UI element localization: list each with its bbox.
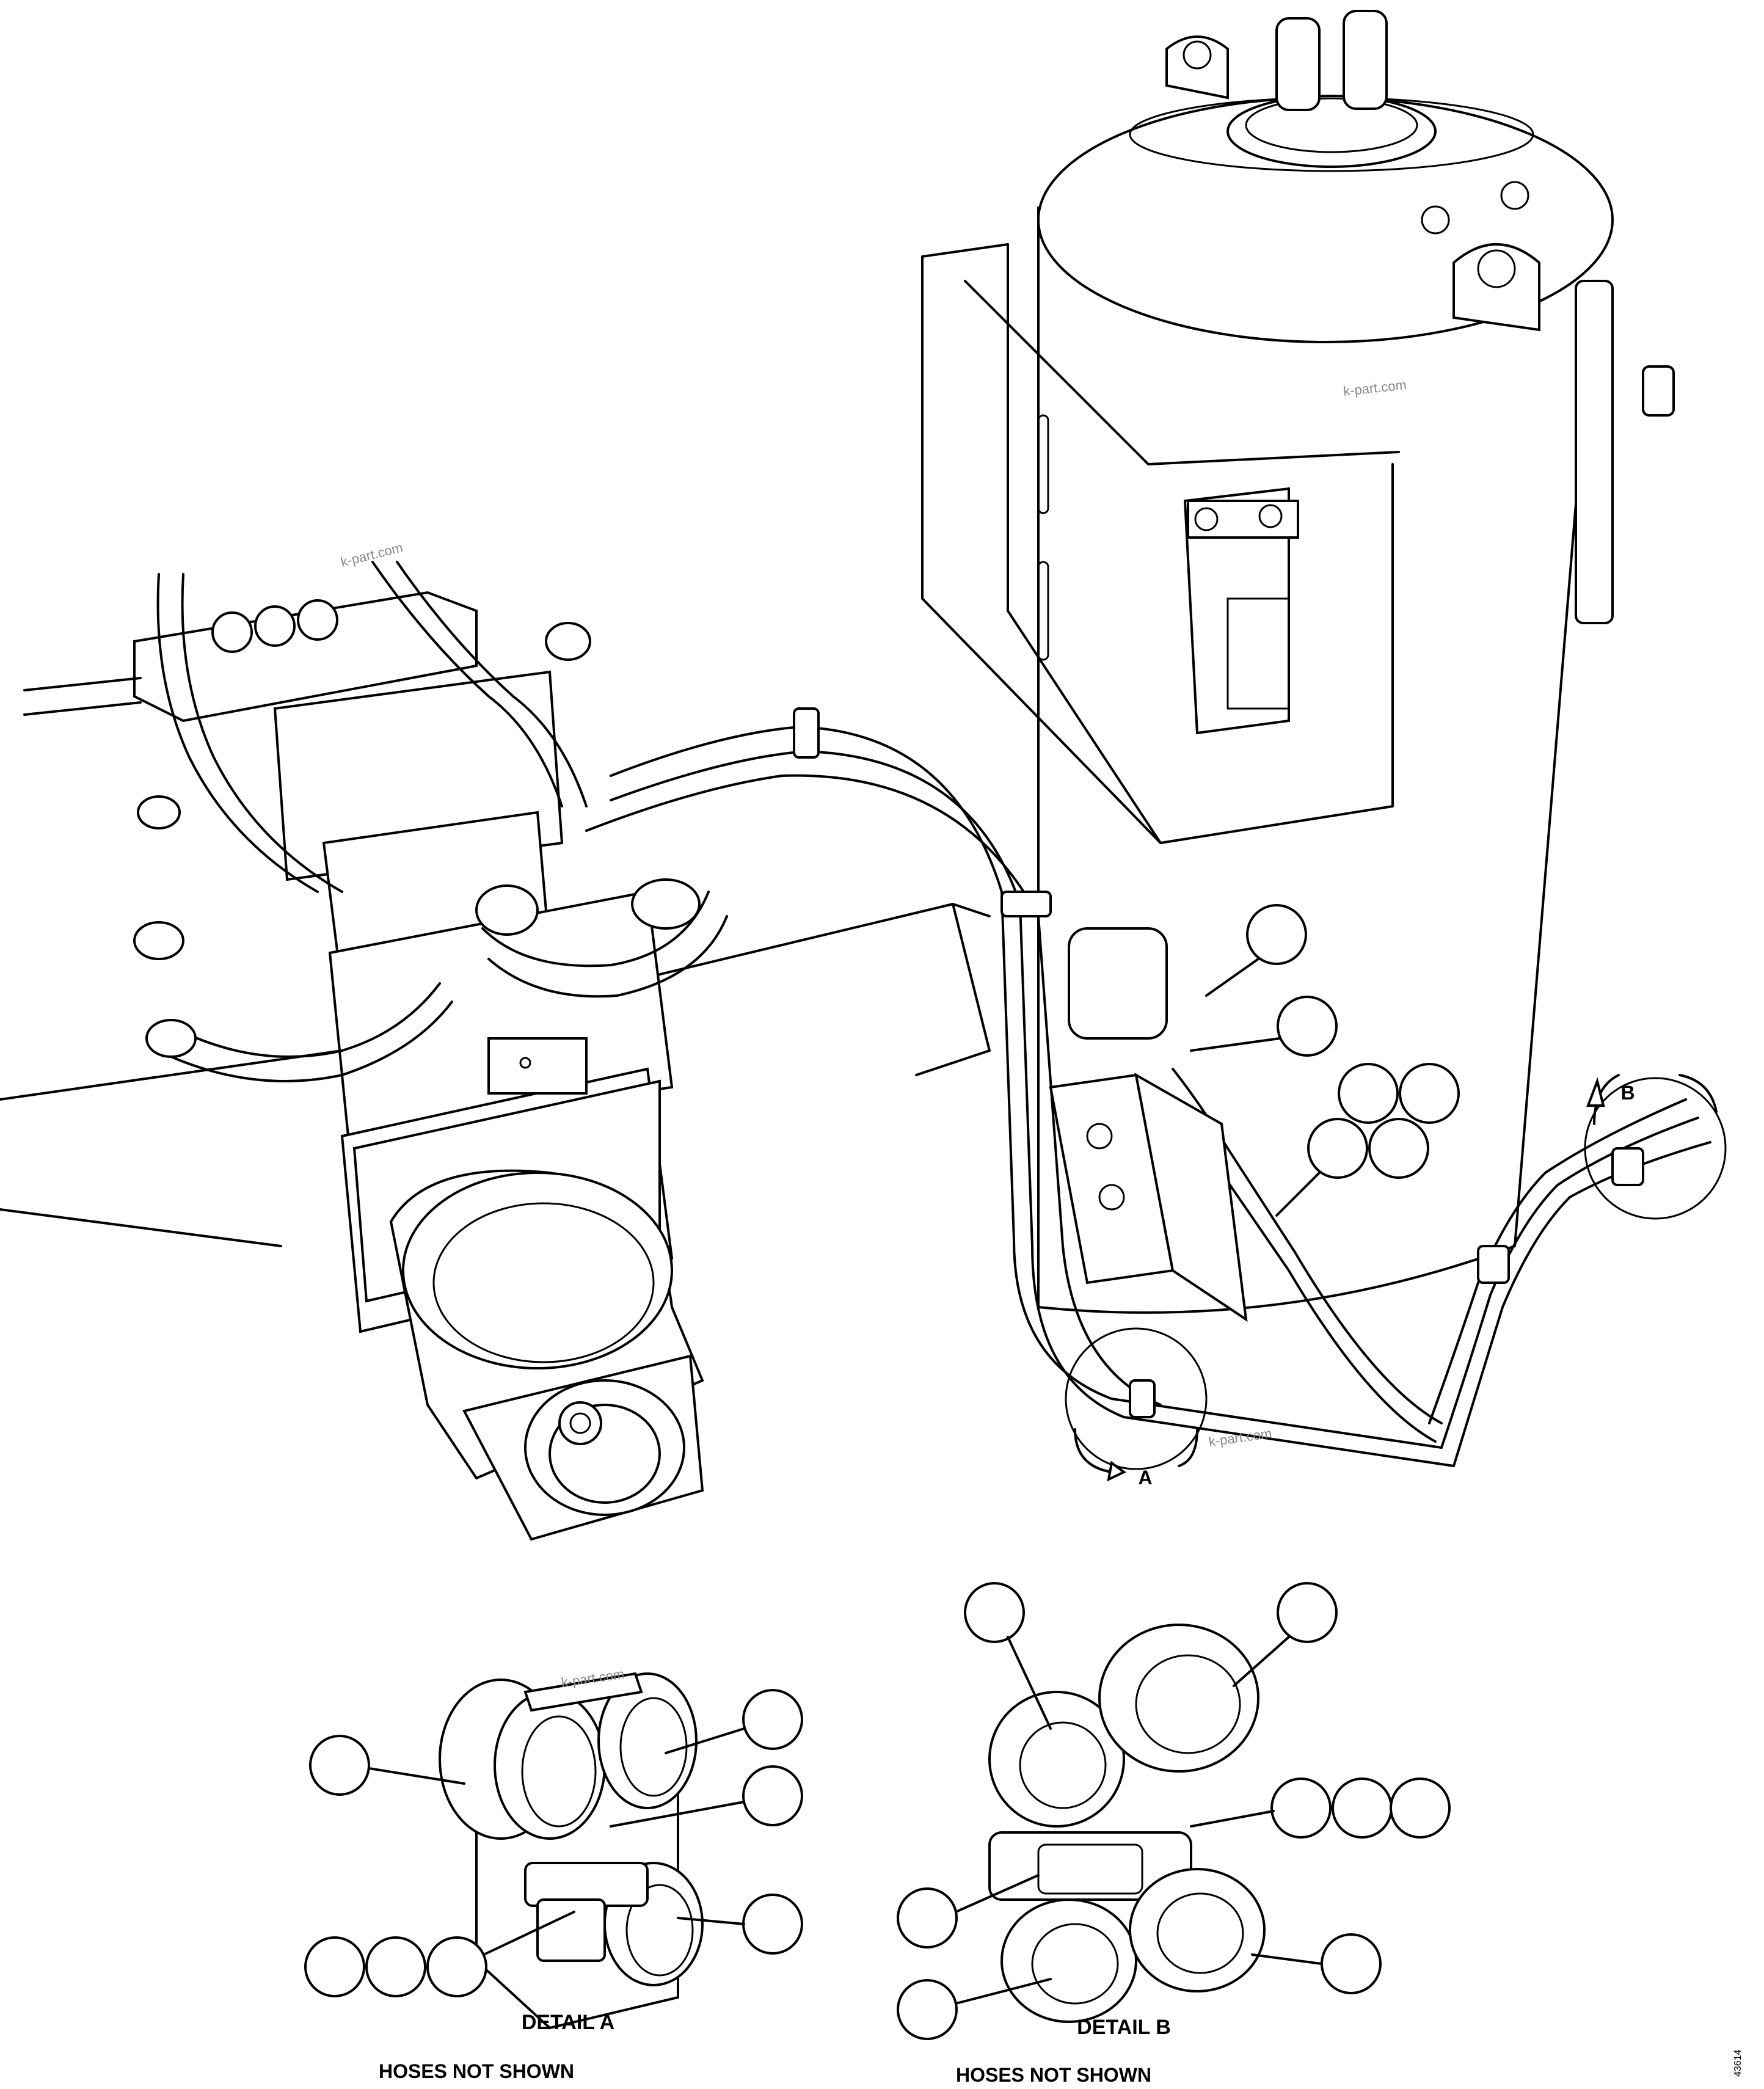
pump-drive-housing <box>340 1037 704 1541</box>
watermark-3: k-part.com <box>1208 1426 1272 1449</box>
watermark-2: k-part.com <box>339 539 404 569</box>
detail-b-title: DETAIL B <box>1077 2016 1171 2039</box>
detail-a-note: HOSES NOT SHOWN <box>379 2060 574 2082</box>
detail-a-marker: A <box>1138 1467 1152 1489</box>
watermark-1: k-part.com <box>1343 377 1407 399</box>
detail-a-title: DETAIL A <box>522 2011 614 2034</box>
detail-b-clamp: DETAIL B HOSES NOT SHOWN <box>897 1582 1451 2086</box>
detail-a-indicator: A <box>1065 1327 1208 1489</box>
detail-b-indicator: B <box>1584 1074 1727 1220</box>
detail-a-clamp: DETAIL A HOSES NOT SHOWN <box>304 1672 803 2082</box>
control-valve-block <box>23 561 728 1138</box>
callout-balloons-main <box>1190 904 1460 1217</box>
detail-b-note: HOSES NOT SHOWN <box>956 2064 1151 2086</box>
figure-number: 43614 <box>1733 2049 1743 2077</box>
detail-b-marker: B <box>1620 1082 1635 1104</box>
hose-bundle <box>585 707 1711 1467</box>
hydraulic-tank <box>921 10 1675 1314</box>
